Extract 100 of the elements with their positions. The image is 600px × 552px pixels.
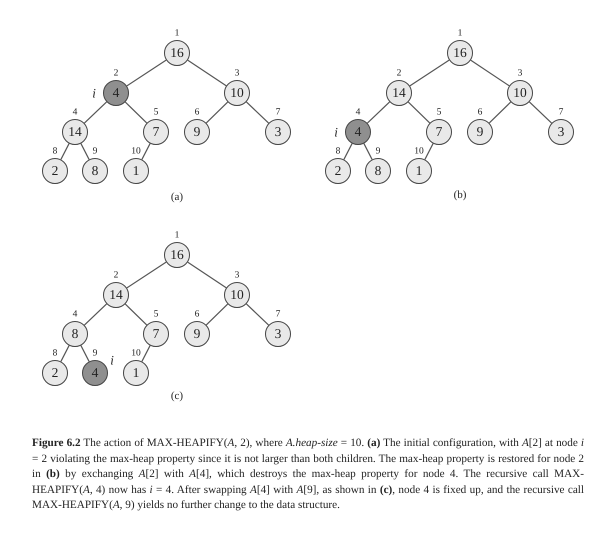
heap-node-circle [406, 158, 432, 184]
heap-node-circle [123, 158, 149, 184]
heap-node-circle [224, 282, 250, 308]
node-index-label: 4 [72, 108, 78, 118]
pointer-variable-label: i [334, 126, 338, 138]
tree-edge [343, 143, 353, 160]
tree-edge [367, 102, 390, 124]
heap-node-circle [123, 360, 149, 386]
tree-edge [206, 102, 228, 124]
heap-node-circle [265, 119, 291, 145]
heap-node-circle [143, 119, 169, 145]
node-index-label: 4 [356, 108, 360, 118]
heap-node-circle [164, 242, 190, 268]
tree-edge [84, 102, 107, 124]
node-index-label: 3 [518, 69, 522, 79]
tree-edge [529, 102, 552, 124]
node-index-label: 10 [131, 147, 141, 157]
node-value: 1 [132, 366, 140, 380]
node-value: 14 [392, 86, 406, 100]
node-index-label: 9 [376, 147, 380, 157]
tree-edge [80, 345, 90, 362]
heap-node-circle [224, 80, 250, 106]
heap-node-circle [103, 282, 129, 308]
node-index-label: 5 [436, 108, 442, 118]
pointer-variable-label: i [110, 354, 114, 366]
node-index-label: 7 [558, 108, 564, 118]
heap-node-circle [467, 119, 493, 145]
node-index-label: 7 [276, 108, 280, 118]
node-value: 16 [170, 46, 184, 60]
tree-edge [124, 102, 148, 124]
node-index-label: 1 [458, 29, 462, 39]
heap-node-circle [548, 119, 574, 145]
tree-edge [246, 102, 269, 124]
node-value: 8 [374, 164, 382, 178]
node-value: 10 [230, 288, 244, 302]
tree-edge [84, 304, 107, 326]
node-value: 4 [354, 125, 362, 139]
node-value: 3 [274, 327, 282, 341]
heap-node-circle [62, 321, 88, 347]
node-value: 2 [52, 366, 58, 380]
heap-node-circle [325, 158, 351, 184]
tree-edge [363, 143, 373, 160]
tree-edge [60, 143, 70, 160]
node-value: 4 [112, 86, 120, 100]
node-value: 1 [416, 164, 422, 178]
node-index-label: 4 [72, 310, 78, 320]
node-value: 4 [92, 366, 98, 380]
heap-node-circle [426, 119, 452, 145]
heap-node-circle [184, 119, 210, 145]
heap-node-circle [62, 119, 88, 145]
tree-edge [60, 345, 70, 362]
heap-node-circle [265, 321, 291, 347]
panel-label: (a) [170, 191, 184, 203]
node-value: 16 [170, 248, 184, 262]
current-heap-node-circle [103, 80, 129, 106]
node-value: 3 [558, 125, 564, 139]
heap-node-circle [42, 158, 68, 184]
node-index-label: 6 [478, 108, 482, 118]
node-value: 7 [152, 125, 160, 139]
node-index-label: 9 [92, 147, 98, 157]
node-value: 7 [152, 327, 160, 341]
node-index-label: 3 [234, 69, 240, 79]
node-index-label: 8 [52, 349, 58, 359]
node-value: 1 [132, 164, 140, 178]
node-value: 8 [92, 164, 98, 178]
tree-edge [424, 143, 434, 160]
node-index-label: 8 [52, 147, 58, 157]
node-value: 16 [453, 46, 467, 60]
node-index-label: 10 [414, 147, 424, 157]
node-value: 9 [476, 125, 484, 139]
node-index-label: 1 [174, 29, 180, 39]
tree-edge [80, 143, 90, 160]
panel-label: (b) [454, 189, 466, 201]
heap-node-circle [164, 40, 190, 66]
node-value: 2 [52, 164, 58, 178]
tree-edge [187, 262, 227, 288]
tree-edge [126, 262, 166, 288]
pointer-variable-label: i [92, 86, 96, 100]
heap-node-circle [507, 80, 533, 106]
node-value: 8 [72, 327, 78, 341]
node-index-label: 5 [154, 108, 158, 118]
node-value: 14 [109, 288, 123, 302]
node-index-label: 2 [114, 69, 118, 79]
node-index-label: 2 [114, 271, 118, 281]
heap-node-circle [365, 158, 391, 184]
tree-edge [187, 60, 227, 86]
node-value: 9 [194, 125, 200, 139]
tree-edge [488, 102, 512, 124]
tree-edge [141, 143, 151, 160]
tree-edge [141, 345, 151, 362]
tree-edge [246, 304, 269, 326]
node-value: 9 [194, 327, 200, 341]
node-index-label: 6 [194, 310, 200, 320]
heap-node-circle [42, 360, 68, 386]
heap-node-circle [386, 80, 412, 106]
tree-edge [408, 102, 430, 124]
node-index-label: 1 [174, 231, 180, 241]
node-index-label: 9 [92, 349, 98, 359]
figure-caption: Figure 6.2 The action of MAX-HEAPIFY(A, 2), where A.heap-size = 10. (a) The initial configuration, with A[2] at node i = 2 violating the max-heap property since it is not larger than both children. The max-heap property is restored for node 2 in (b) by exchanging A[2] with A[4], which destroys the max-heap property for node 4. The recursive call MAX-HEAPIFY(A, 4) now has i = 4. After swapping A[4] with A[9], as shown in (c), node 4 is fixed up, and the recursive call MAX-HEAPIFY(A, 9) yields no further change to the data structure. [32, 436, 584, 513]
node-index-label: 6 [194, 108, 200, 118]
